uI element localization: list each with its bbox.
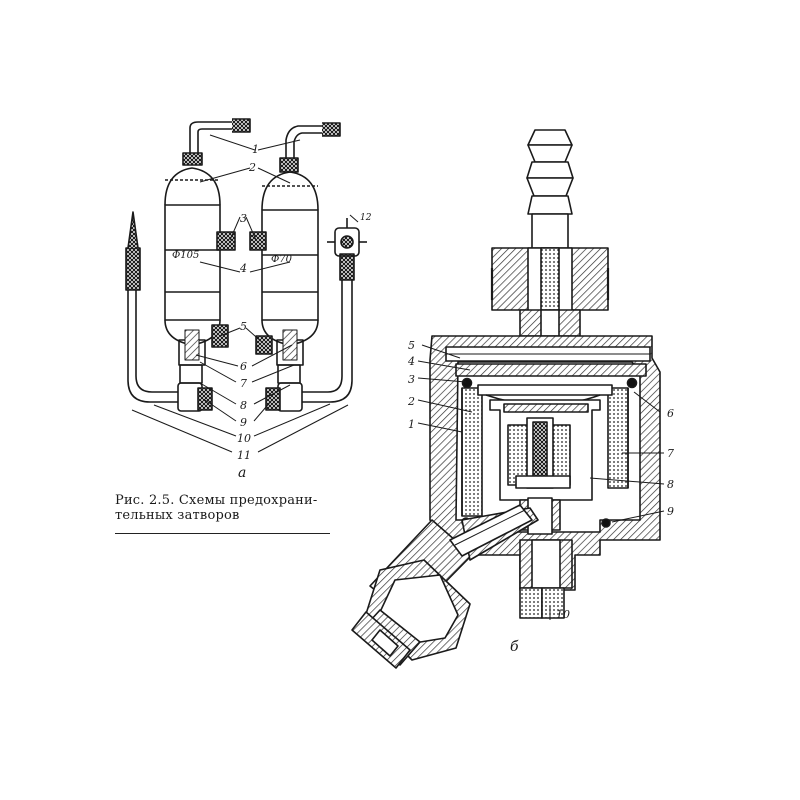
callout-a-12: 12	[360, 213, 372, 223]
caption-underline	[115, 533, 330, 534]
callout-b-9: 9	[667, 505, 674, 518]
panel-a-leaders	[131, 134, 359, 453]
callout-a-9: 9	[240, 416, 247, 429]
panel-a-callouts: 1 2 3 4 5 6 7 8 9 10 11 12	[237, 143, 372, 462]
callout-b-7: 7	[667, 447, 674, 460]
callout-b-8: 8	[667, 478, 674, 491]
caption-line-1: Рис. 2.5. Схемы предохрани-	[115, 493, 318, 508]
callout-b-6: 6	[667, 407, 674, 420]
figure-caption: Рис. 2.5. Схемы предохрани- тельных затв…	[115, 493, 340, 523]
left-tee	[177, 364, 213, 412]
callout-b-1: 1	[408, 418, 415, 431]
callout-b-3: 3	[408, 373, 415, 386]
right-hose	[302, 218, 367, 403]
panel-a-drawing	[125, 118, 367, 453]
callout-a-4: 4	[239, 262, 247, 275]
panel-b-sublabel: б	[510, 639, 519, 655]
callout-a-2: 2	[248, 161, 256, 174]
callout-a-1: 1	[252, 143, 259, 156]
right-inlet-nipple	[285, 122, 341, 165]
left-cylinder	[164, 152, 221, 366]
caption-line-2: тельных затворов	[115, 508, 240, 523]
left-cylinder-label: Ф105	[172, 250, 199, 261]
callout-b-4: 4	[407, 355, 415, 368]
panel-b-drawing	[351, 129, 665, 669]
callout-a-11: 11	[237, 449, 251, 462]
panel-b-leaders	[417, 344, 665, 620]
right-cylinder-label: Ф70	[271, 254, 293, 265]
panel-a-sublabel: а	[238, 465, 246, 481]
right-tee	[265, 364, 303, 412]
callout-a-3: 3	[240, 212, 247, 225]
valve-body	[429, 335, 661, 619]
callout-a-5: 5	[240, 320, 247, 333]
right-cylinder	[261, 157, 319, 366]
left-hose	[125, 211, 178, 403]
left-inlet-nipple	[189, 118, 251, 160]
callout-a-7: 7	[240, 377, 247, 390]
callout-b-2: 2	[407, 395, 415, 408]
union-nut	[490, 247, 610, 313]
callout-a-10: 10	[237, 432, 251, 445]
callout-b-5: 5	[408, 339, 415, 352]
angled-inlet	[351, 504, 539, 669]
panel-b-callouts: 1 2 3 4 5 6 7 8 9 10	[407, 339, 674, 621]
callout-b-10: 10	[556, 608, 570, 621]
callout-a-6: 6	[240, 360, 247, 373]
callout-a-8: 8	[240, 399, 247, 412]
